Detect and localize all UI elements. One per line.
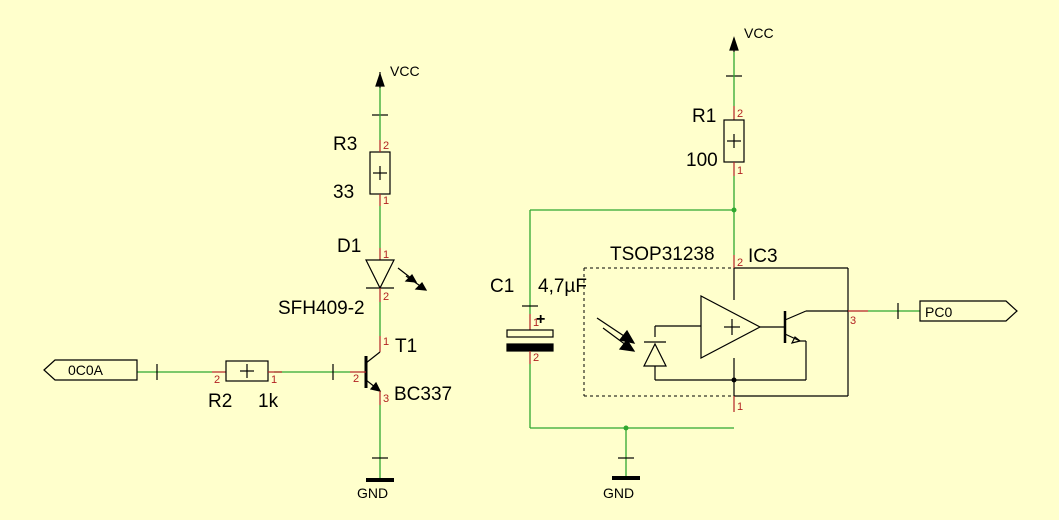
ic3-value: TSOP31238	[610, 244, 715, 265]
vcc-label-left: VCC	[390, 63, 420, 79]
r3-pin-1: 1	[383, 195, 389, 207]
r2-value: 1k	[258, 391, 279, 412]
diode-d1-ir-led[interactable]: 1 2 D1 SFH409-2	[278, 236, 428, 319]
c1-pin-2: 2	[533, 352, 539, 364]
r1-value: 100	[686, 150, 718, 171]
gnd-label-left: GND	[357, 485, 388, 501]
t1-value: BC337	[394, 384, 452, 405]
d1-ref: D1	[337, 236, 361, 257]
ic3-pin-1: 1	[737, 401, 743, 413]
r2-ref: R2	[208, 391, 232, 412]
gnd-symbol-right: GND	[603, 457, 640, 501]
vcc-symbol-left: VCC	[372, 63, 420, 116]
gnd-label-right: GND	[603, 485, 634, 501]
resistor-r2[interactable]: 2 1 R2 1k	[208, 360, 282, 412]
r3-pin-2: 2	[383, 140, 389, 152]
t1-pin-2: 2	[353, 373, 359, 385]
r3-ref: R3	[333, 134, 357, 155]
vcc-symbol-right: VCC	[726, 25, 774, 77]
r2-pin-2: 2	[214, 374, 220, 386]
vcc-label-right: VCC	[744, 25, 774, 41]
transistor-t1[interactable]: 1 2 3 T1 BC337	[350, 336, 452, 405]
ic3-ir-receiver[interactable]: 2 1 TSOP31238 IC3 3	[583, 244, 868, 413]
ic3-ref: IC3	[748, 246, 778, 267]
r1-pin-1: 1	[737, 165, 743, 177]
c1-value: 4,7µF	[538, 276, 587, 297]
port-left[interactable]: 0C0A	[43, 359, 138, 381]
d1-pin-1: 1	[383, 249, 389, 261]
r3-value: 33	[333, 182, 354, 203]
c1-pin-1: 1	[533, 317, 539, 329]
r2-pin-1: 1	[271, 374, 277, 386]
resistor-r1[interactable]: 2 1 R1 100	[686, 106, 745, 177]
c1-ref: C1	[490, 276, 514, 297]
r1-pin-2: 2	[737, 108, 743, 120]
port-right-label: PC0	[925, 304, 952, 320]
r1-ref: R1	[692, 106, 716, 127]
gnd-symbol-left: GND	[357, 457, 394, 501]
port-left-label: 0C0A	[68, 362, 104, 378]
ic3-pin-2: 2	[737, 257, 743, 269]
resistor-r3[interactable]: 2 1 R3 33	[333, 134, 391, 207]
port-right[interactable]: PC0	[919, 300, 1018, 322]
d1-pin-2: 2	[383, 291, 389, 303]
t1-pin-1: 1	[383, 336, 389, 348]
capacitor-c1[interactable]: + 1 2 C1 4,7µF	[490, 276, 587, 364]
d1-value: SFH409-2	[278, 298, 365, 319]
ic3-pin-3: 3	[850, 315, 856, 327]
t1-pin-3: 3	[383, 393, 389, 405]
t1-ref: T1	[395, 336, 417, 357]
c1-polarity: +	[536, 311, 545, 328]
